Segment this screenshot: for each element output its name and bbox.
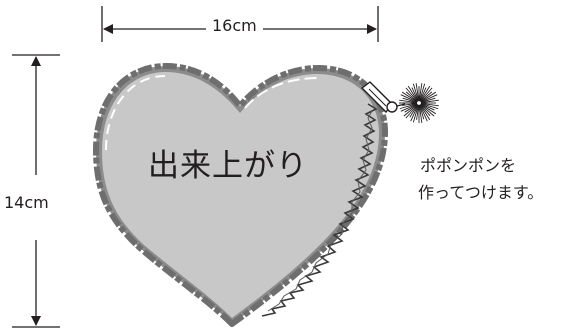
pompom-ray <box>419 87 427 102</box>
pompom-ray <box>420 94 438 103</box>
pompom-ray <box>405 104 419 119</box>
pompom-ray <box>420 103 439 110</box>
pompom-ray <box>419 85 431 102</box>
pompom-ray <box>407 85 419 102</box>
heart-fill <box>102 72 379 318</box>
zipper-pull-slot <box>368 88 387 107</box>
pompom-ray <box>420 91 433 103</box>
pompom-ray <box>402 97 418 103</box>
zipper-teeth <box>261 103 378 317</box>
pompom <box>396 83 439 123</box>
pompom-ray <box>402 102 418 106</box>
pompom-note-line2: 作ってつけます。 <box>418 183 544 202</box>
pompom-ray <box>400 94 418 103</box>
pompom-ray <box>411 87 419 102</box>
pompom-ray <box>420 103 435 117</box>
heart-shape <box>93 63 388 327</box>
pompom-ray <box>400 103 418 112</box>
pompom-ray <box>420 99 439 104</box>
pompom-ray <box>410 104 419 122</box>
pompom-ray <box>405 87 419 102</box>
zipper-pull <box>360 81 398 114</box>
pompom-ray <box>420 103 435 111</box>
pompom-ray <box>419 83 426 102</box>
finished-label: 出来上がり <box>148 148 308 184</box>
pompom-ray <box>412 83 419 102</box>
pompom-ray <box>419 104 431 121</box>
pompom-ray <box>420 91 437 103</box>
pompom-ray <box>415 83 420 102</box>
pompom-ray <box>420 97 436 103</box>
pompom-ray <box>409 104 419 118</box>
pompom-link <box>396 103 406 107</box>
pompom-note-line1: ポポンポンを <box>420 156 517 175</box>
pompom-ray <box>419 104 431 117</box>
pompom-ray <box>419 87 433 102</box>
pompom-ray <box>419 104 428 122</box>
pompom-ray <box>404 103 418 113</box>
heart-highlight <box>105 75 166 151</box>
pompom-ray <box>403 103 418 117</box>
pompom-ray <box>399 103 418 110</box>
height-label: 14cm <box>4 193 49 212</box>
pompom-ray <box>418 83 423 102</box>
width-label: 16cm <box>206 16 263 35</box>
pompom-ray <box>399 99 418 104</box>
pompom-ray <box>420 102 439 107</box>
zipper <box>261 103 378 317</box>
pompom-ray <box>418 104 423 123</box>
zipper-teeth-inner <box>267 110 373 312</box>
height-dimension <box>12 54 60 328</box>
pompom-ray <box>419 104 425 120</box>
pompom-ray <box>405 91 418 103</box>
zipper-pull-ring <box>386 101 398 113</box>
pompom-ray <box>412 104 419 123</box>
pompom-ray <box>420 103 437 115</box>
pompom-ray <box>401 91 418 103</box>
pompom-ray <box>416 104 420 120</box>
heart-highlight-right <box>244 77 319 109</box>
